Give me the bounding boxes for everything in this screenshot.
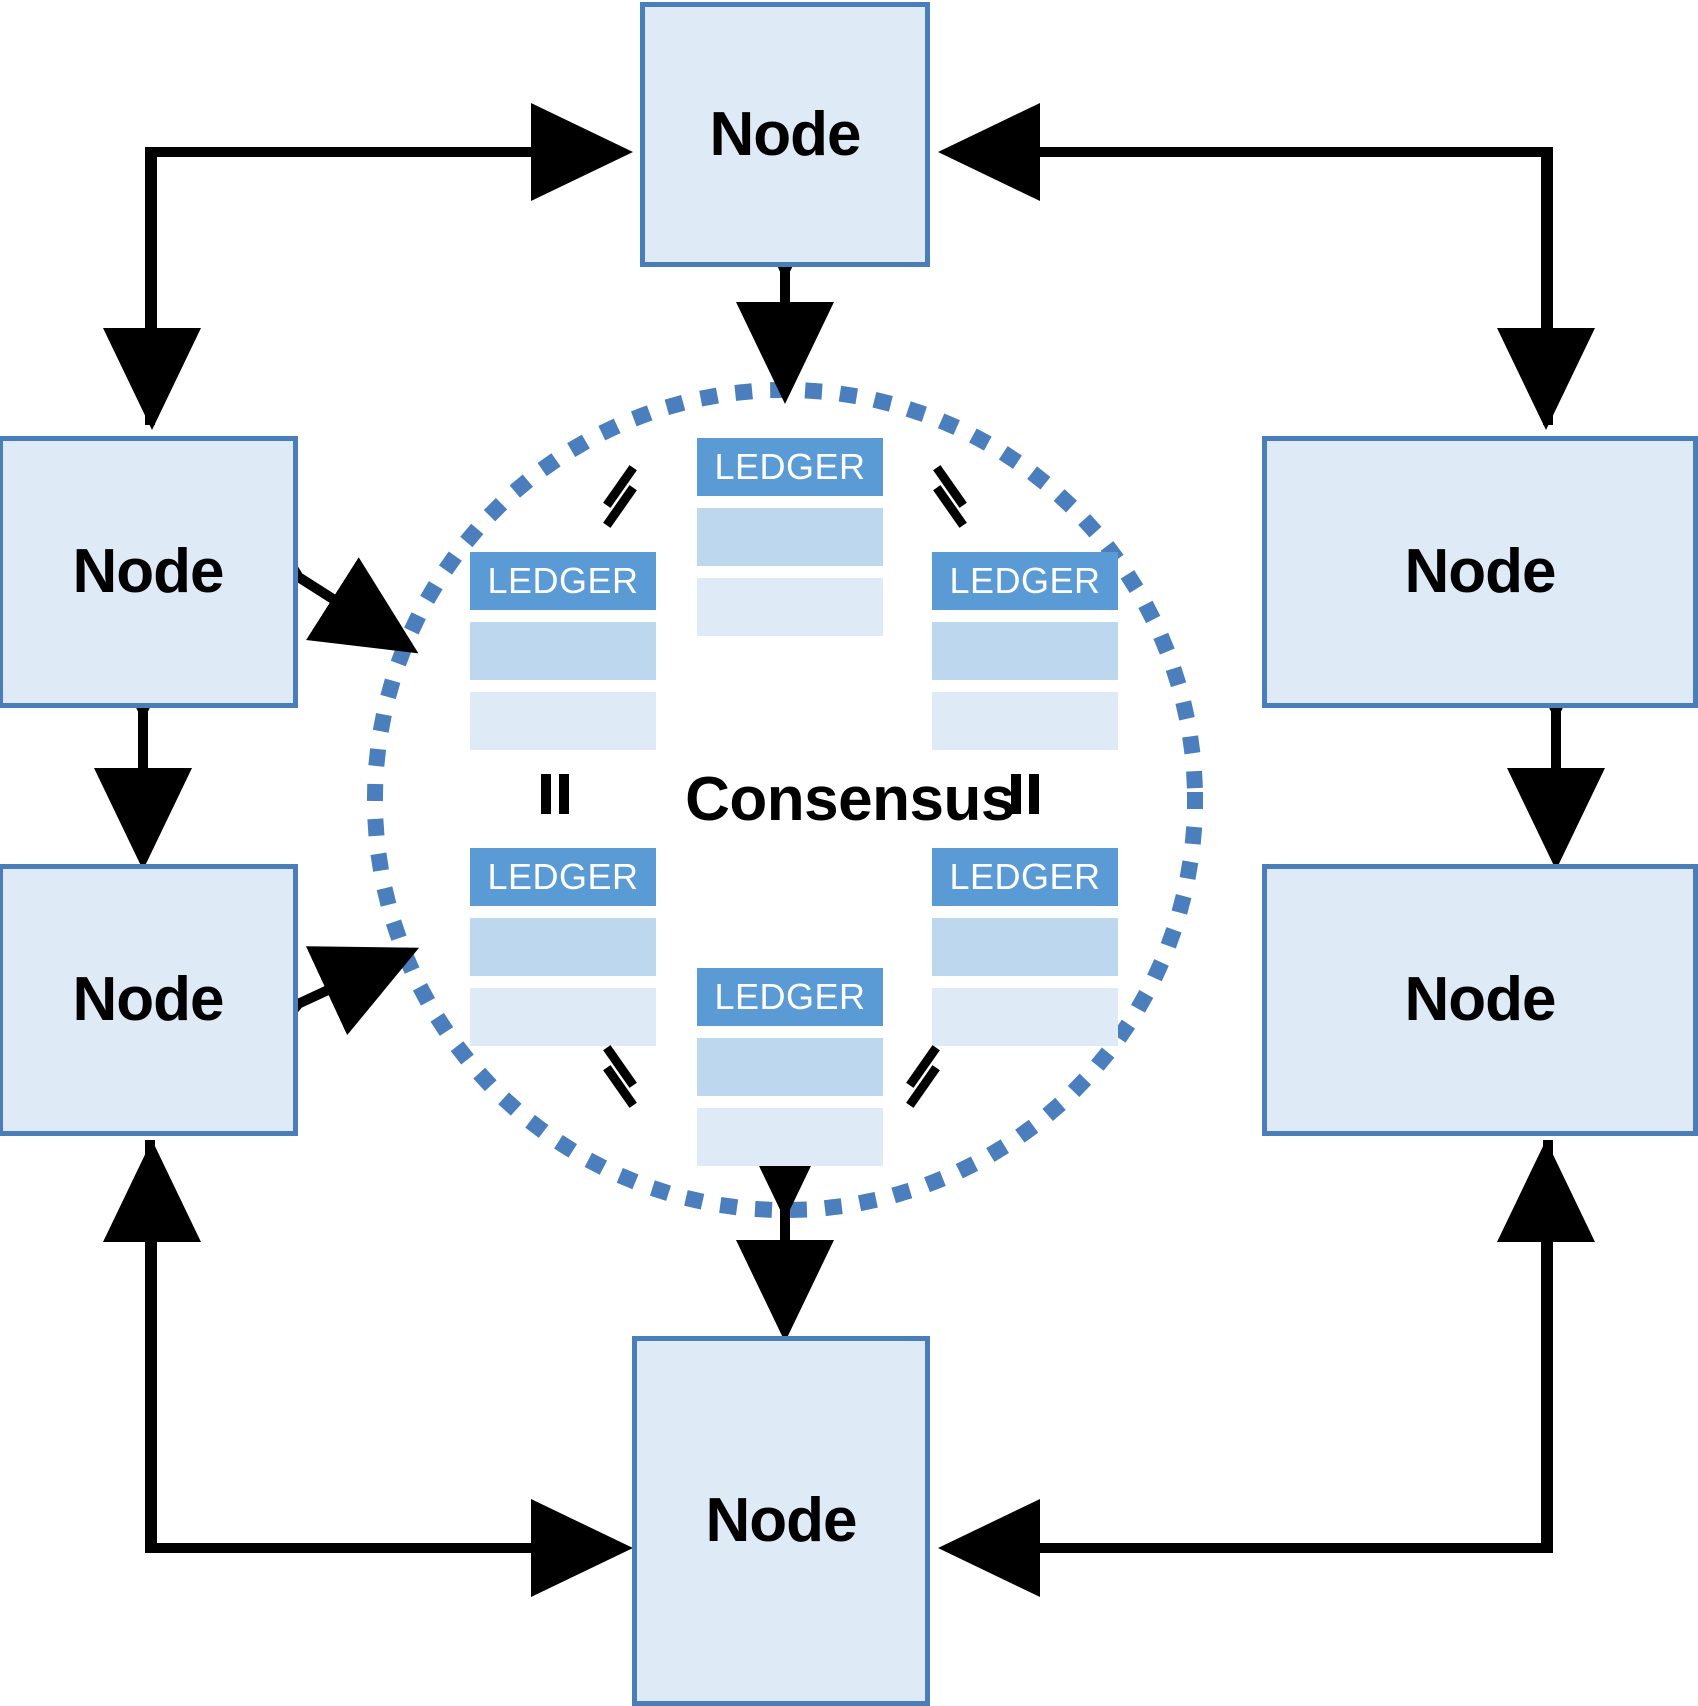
ledger-row-1: [470, 918, 656, 976]
ledger-title: LEDGER: [697, 968, 883, 1026]
ledger-row-1: [470, 622, 656, 680]
route-topleft: [103, 103, 634, 431]
route-topright: [937, 103, 1595, 431]
ledger-title: LEDGER: [932, 552, 1118, 610]
node-right-lower[interactable]: Node: [1262, 864, 1698, 1136]
ledger-title: LEDGER: [470, 552, 656, 610]
ledger-lower-left[interactable]: LEDGER: [470, 848, 656, 1046]
node-label: Node: [705, 1486, 858, 1555]
ledger-row-1: [932, 918, 1118, 976]
spoke-left-upper: [196, 487, 419, 654]
ledger-row-2: [470, 988, 656, 1046]
ledger-row-2: [697, 578, 883, 636]
equals-bottom-right-icon: [898, 1045, 948, 1108]
ledger-title: LEDGER: [697, 438, 883, 496]
ledger-row-1: [697, 1038, 883, 1096]
equals-bottom-left-icon: [595, 1045, 645, 1108]
node-label: Node: [709, 99, 862, 169]
node-label: Node: [1404, 965, 1557, 1034]
ledger-lower-right[interactable]: LEDGER: [932, 848, 1118, 1046]
ledger-row-2: [932, 692, 1118, 750]
ledger-row-2: [932, 988, 1118, 1046]
node-label: Node: [72, 965, 225, 1034]
node-right-upper[interactable]: Node: [1262, 436, 1698, 708]
route-bottomleft: [103, 1139, 634, 1597]
ledger-top[interactable]: LEDGER: [697, 438, 883, 636]
spoke-left-lower: [195, 946, 420, 1087]
node-left-upper[interactable]: Node: [0, 436, 298, 708]
ledger-title: LEDGER: [470, 848, 656, 906]
equals-top-left-icon: [595, 465, 645, 528]
ledger-row-2: [697, 1108, 883, 1166]
route-bottomright: [937, 1139, 1595, 1597]
equals-mid-left-icon: [530, 765, 580, 823]
ledger-row-2: [470, 692, 656, 750]
ledger-title: LEDGER: [932, 848, 1118, 906]
ledger-bottom[interactable]: LEDGER: [697, 968, 883, 1166]
node-bottom[interactable]: Node: [632, 1336, 930, 1706]
ledger-row-1: [697, 508, 883, 566]
node-left-lower[interactable]: Node: [0, 864, 298, 1136]
ledger-upper-right[interactable]: LEDGER: [932, 552, 1118, 750]
node-top[interactable]: Node: [640, 2, 930, 267]
consensus-label: Consensus: [685, 764, 1015, 834]
ledger-row-1: [932, 622, 1118, 680]
equals-top-right-icon: [925, 465, 975, 528]
node-label: Node: [72, 537, 225, 606]
ledger-upper-left[interactable]: LEDGER: [470, 552, 656, 750]
node-label: Node: [1404, 537, 1557, 606]
